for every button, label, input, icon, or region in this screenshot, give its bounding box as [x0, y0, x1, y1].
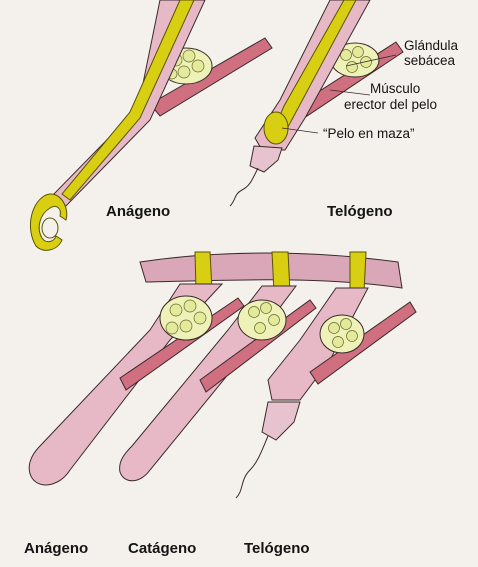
bottom-catagen-label: Catágeno: [128, 540, 196, 557]
bottom-anagen-sebaceous-gland: [160, 296, 212, 340]
bottom-anagen-label: Anágeno: [24, 540, 88, 557]
bottom-telogen-label: Telógeno: [244, 540, 310, 557]
bottom-telogen-sebaceous-gland: [320, 315, 364, 353]
arrector-muscle-label-line2: erector del pelo: [344, 97, 437, 112]
sebaceous-gland-label-line1: Glándula: [404, 38, 458, 53]
top-telogen-label: Telógeno: [327, 203, 393, 220]
club-hair-label: “Pelo en maza”: [323, 126, 415, 141]
arrector-muscle-label-line1: Músculo: [370, 81, 420, 96]
bottom-catagen-sebaceous-gland: [238, 300, 286, 340]
top-anagen-label: Anágeno: [106, 203, 170, 220]
sebaceous-gland-label-line2: sebácea: [404, 53, 455, 68]
